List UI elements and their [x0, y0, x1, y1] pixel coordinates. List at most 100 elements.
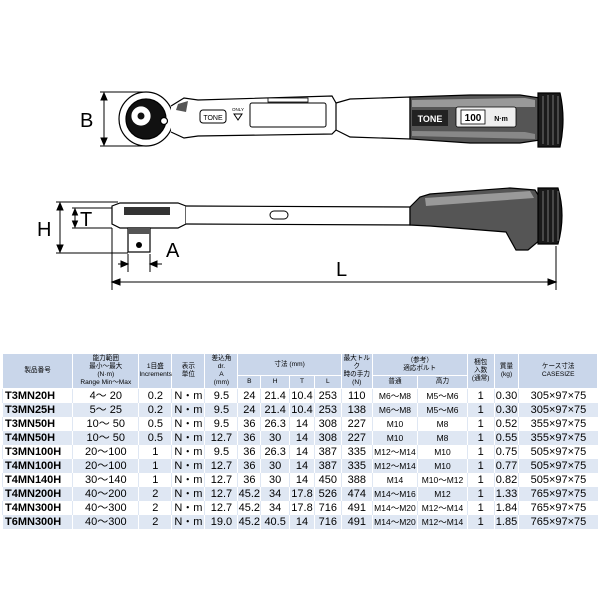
cell-dim-h: 26.3	[260, 417, 290, 431]
cell-case-size: 765×97×75	[518, 501, 598, 515]
cell-dim-b: 24	[237, 388, 261, 403]
cell-drive: 12.7	[204, 501, 238, 515]
wrench-drawing: TONE ONLY TONE 100 N·m B	[37, 91, 564, 290]
cell-increment: 2	[138, 515, 172, 529]
header-drive-line2: dr.	[217, 363, 226, 370]
cell-bolt-std: M6～M8	[371, 388, 418, 403]
cell-range: 40～300	[72, 515, 139, 529]
header-dim-l: L	[313, 375, 342, 389]
header-dim-h: H	[260, 375, 291, 389]
header-mass: 質量 (kg)	[493, 353, 520, 389]
cell-range: 40～300	[72, 501, 139, 515]
cell-bolt-std: M12～M14	[371, 459, 418, 473]
cell-dim-l: 450	[313, 473, 342, 487]
cell-dim-b: 45.2	[237, 501, 261, 515]
cell-mass: 1.85	[493, 515, 519, 529]
cell-range: 5～ 25	[72, 403, 139, 417]
cell-dim-h: 40.5	[260, 515, 290, 529]
cell-pack-qty: 1	[466, 431, 495, 445]
cell-pack-qty: 1	[466, 487, 495, 501]
cell-dim-h: 30	[260, 459, 290, 473]
cell-case-size: 505×97×75	[518, 445, 598, 459]
cell-hand-force: 227	[340, 417, 373, 431]
cell-bolt-high: M10	[417, 445, 468, 459]
cell-dim-h: 34	[260, 501, 290, 515]
cell-bolt-std: M14～M20	[371, 501, 418, 515]
header-range-line1: 能力範囲	[92, 355, 119, 362]
dim-label-l: L	[336, 259, 347, 281]
cell-hand-force: 110	[340, 388, 373, 403]
cell-hand-force: 138	[340, 403, 373, 417]
header-incr-line1: 1目盛	[146, 363, 164, 370]
cell-mass: 1.84	[493, 501, 519, 515]
cell-pack-qty: 1	[466, 515, 495, 529]
cell-dim-h: 26.3	[260, 445, 290, 459]
cell-bolt-std: M14	[371, 473, 418, 487]
cell-range: 30～140	[72, 473, 139, 487]
cell-bolt-high: M8	[417, 417, 468, 431]
header-drive-line4: (mm)	[213, 379, 230, 386]
cell-dim-h: 30	[260, 473, 290, 487]
cell-unit: N・m	[171, 403, 205, 417]
cell-case-size: 765×97×75	[518, 487, 598, 501]
header-force-line1: 最大トルク	[343, 355, 370, 370]
cell-increment: 1	[138, 445, 172, 459]
cell-hand-force: 335	[340, 445, 373, 459]
cell-model: T6MN300H	[1, 515, 73, 529]
cell-bolt-high: M8	[417, 431, 468, 445]
cell-case-size: 765×97×75	[518, 515, 598, 529]
cell-case-size: 355×97×75	[518, 431, 598, 445]
cell-dim-b: 24	[237, 403, 261, 417]
cell-case-size: 355×97×75	[518, 417, 598, 431]
cell-pack-qty: 1	[466, 501, 495, 515]
cell-drive: 12.7	[204, 459, 238, 473]
cell-drive: 12.7	[204, 431, 238, 445]
header-range-line3: (N·m)	[97, 371, 115, 378]
header-dim-b: B	[237, 375, 262, 389]
header-pack: 梱包 入数 (通常)	[466, 353, 495, 389]
spec-table: 製品番号 能力範囲 最小～最大 (N·m) Range Min～Max 1目盛 …	[1, 352, 598, 529]
cell-drive: 9.5	[204, 445, 238, 459]
cell-case-size: 505×97×75	[518, 473, 598, 487]
header-case: ケース寸法 CASESIZE	[518, 353, 598, 389]
header-case-line1: ケース寸法	[541, 363, 575, 370]
cell-increment: 0.2	[138, 388, 172, 403]
wrench-top-view	[118, 91, 564, 148]
cell-dim-b: 45.2	[237, 515, 261, 529]
cell-hand-force: 491	[340, 515, 373, 529]
cell-model: T3MN50H	[1, 417, 73, 431]
header-force-line2: 時の手力	[343, 371, 370, 378]
cell-dim-t: 14	[289, 417, 315, 431]
cell-model: T4MN50H	[1, 431, 73, 445]
cell-case-size: 505×97×75	[518, 459, 598, 473]
scale-unit: N·m	[494, 116, 508, 123]
cell-dim-l: 308	[313, 417, 342, 431]
header-incr-line2: Increments	[139, 371, 172, 378]
cell-bolt-std: M14～M16	[371, 487, 418, 501]
cell-unit: N・m	[171, 445, 205, 459]
cell-dim-b: 36	[237, 431, 261, 445]
cell-range: 10～ 50	[72, 431, 139, 445]
cell-drive: 19.0	[204, 515, 238, 529]
cell-dim-l: 387	[313, 445, 342, 459]
dim-label-a: A	[166, 240, 180, 262]
cell-dim-h: 21.4	[260, 403, 290, 417]
header-dim-t: T	[289, 375, 315, 389]
cell-increment: 1	[138, 473, 172, 487]
dimension-b	[100, 91, 146, 147]
cell-dim-b: 36	[237, 445, 261, 459]
header-drive-line1: 差込角	[211, 355, 232, 362]
header-bolt-line1: （参考）	[406, 356, 433, 364]
cell-bolt-std: M6～M8	[371, 403, 418, 417]
cell-drive: 9.5	[204, 388, 238, 403]
cell-dim-t: 14	[289, 431, 315, 445]
cell-pack-qty: 1	[466, 459, 495, 473]
cell-hand-force: 227	[340, 431, 373, 445]
